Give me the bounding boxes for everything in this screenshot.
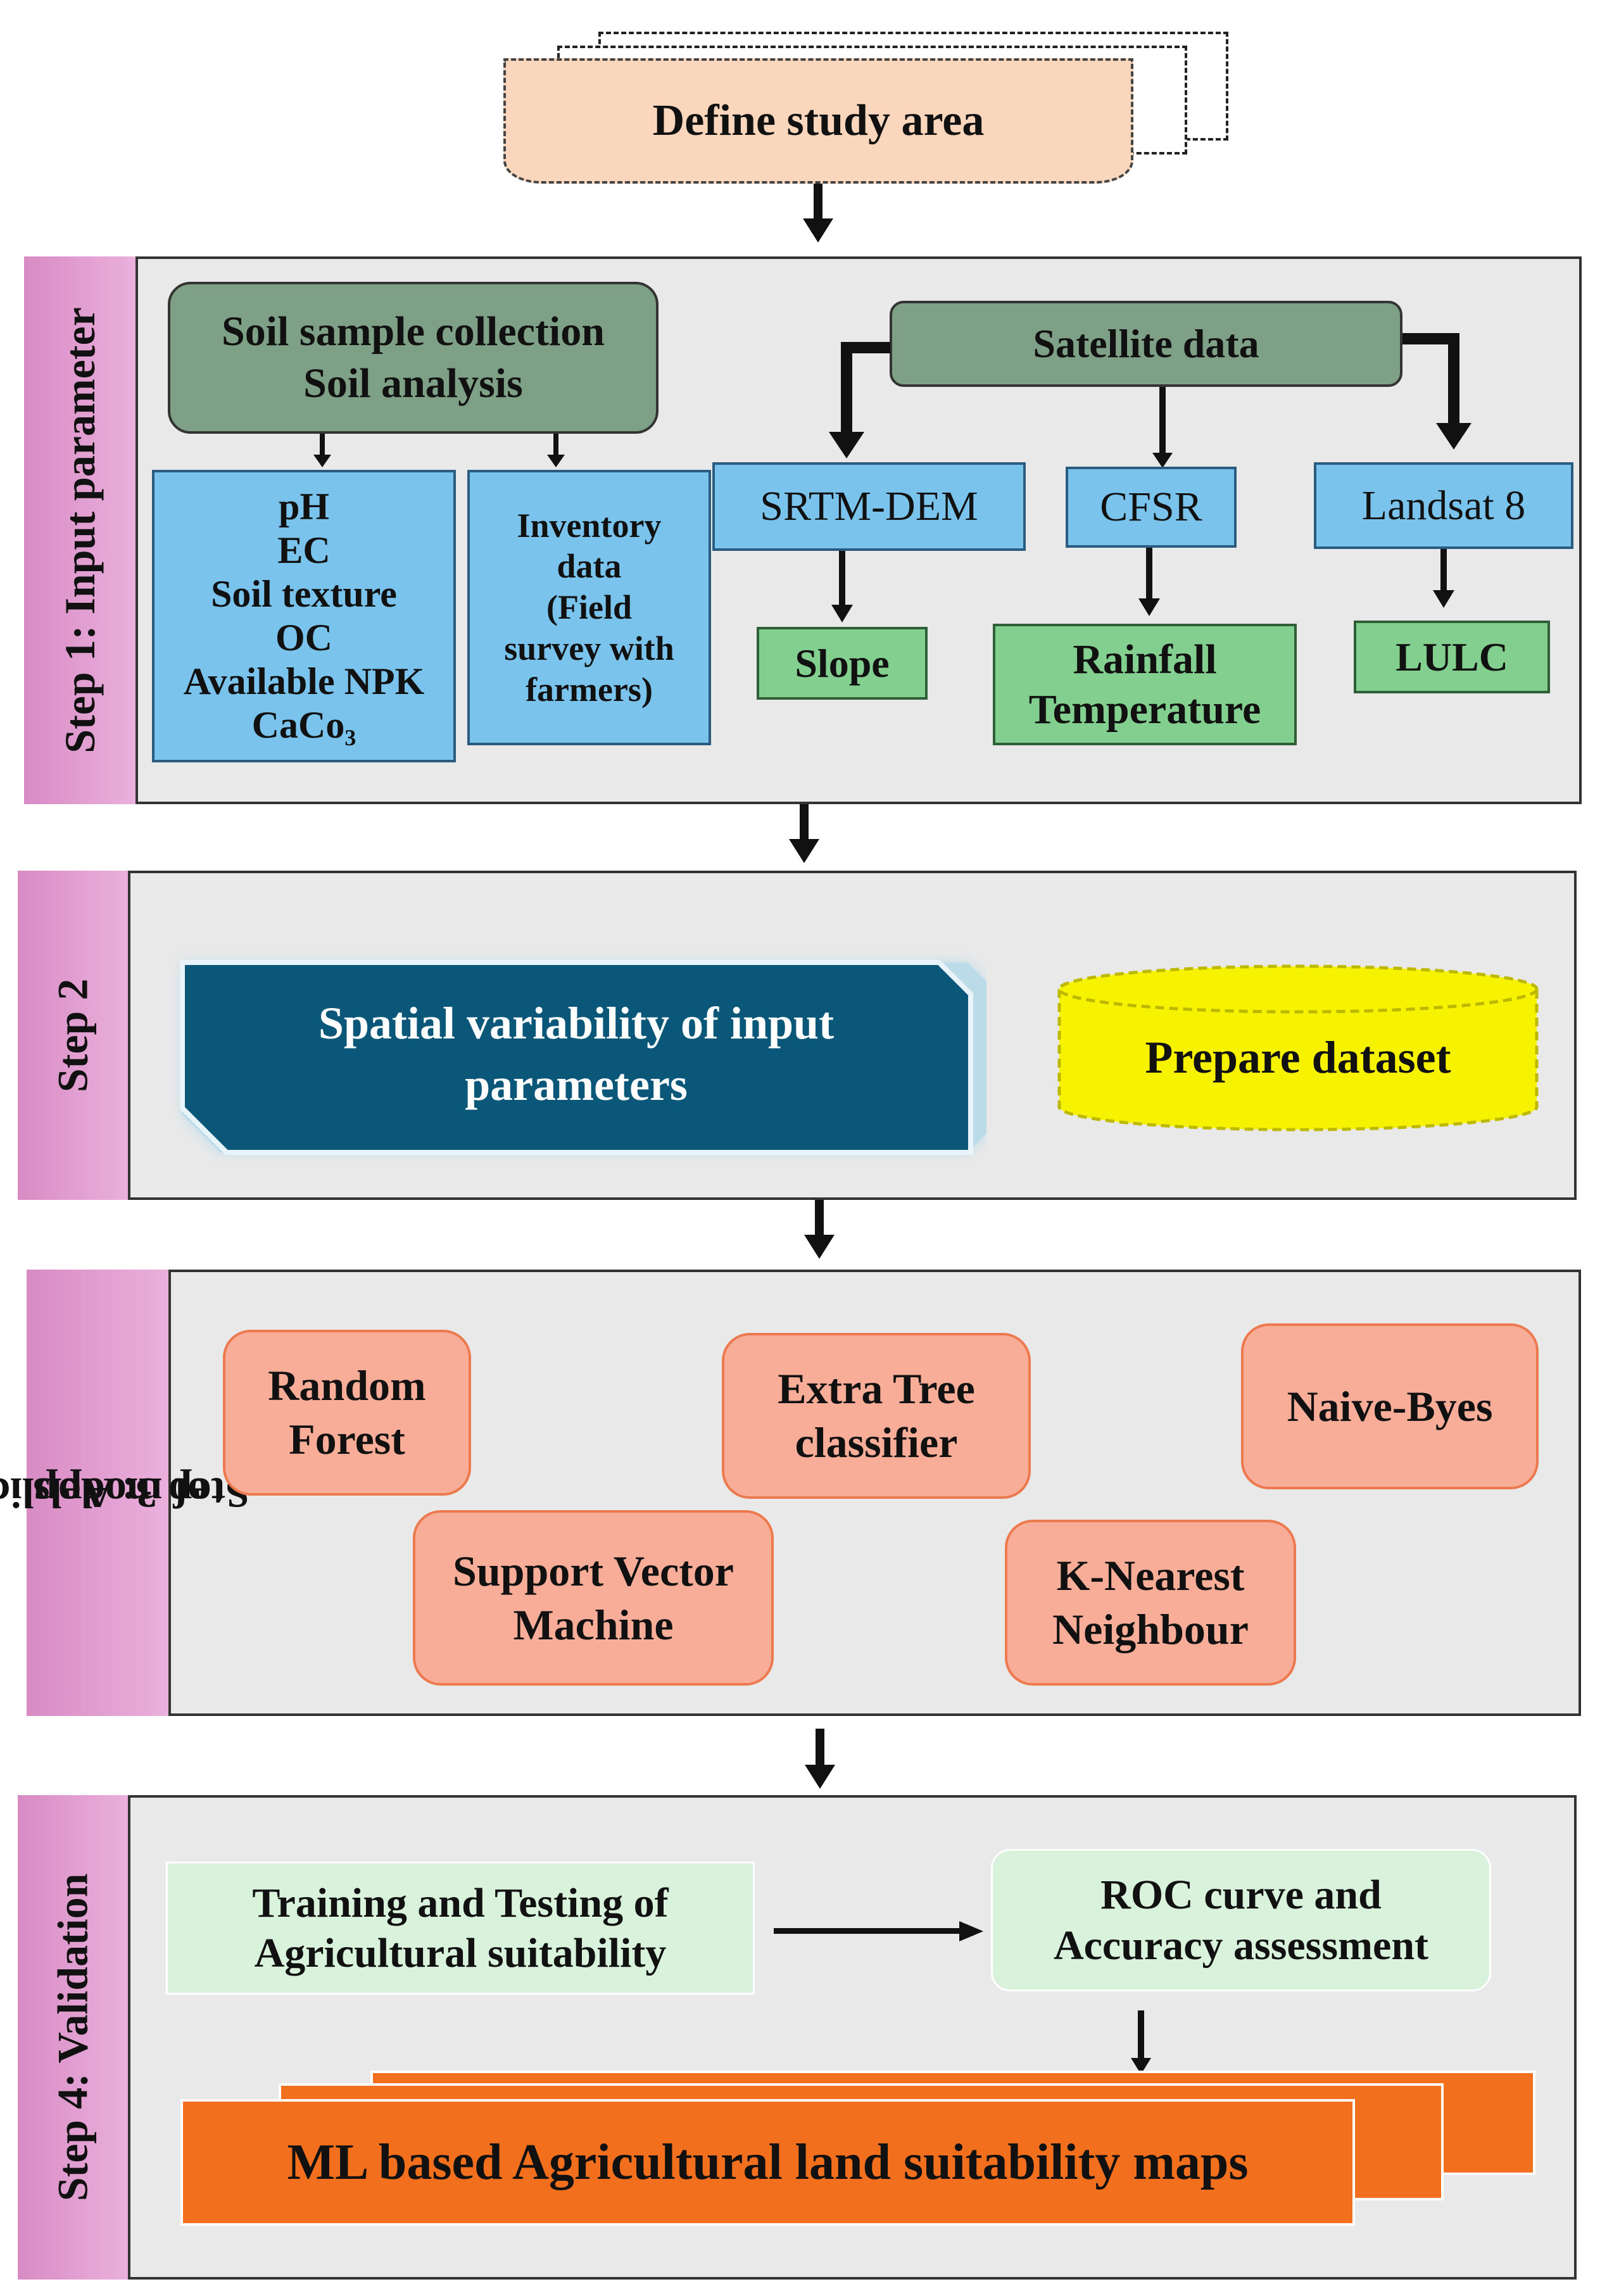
srtm-dem-box: SRTM-DEM <box>712 462 1026 551</box>
inventory-line5: farmers) <box>526 670 653 709</box>
prepare-dataset-cylinder <box>1057 964 1539 1132</box>
param-caco3: CaCo₃ <box>251 704 356 746</box>
inventory-line1: Inventory <box>517 506 662 545</box>
inventory-line2: data <box>557 547 622 586</box>
slope-text: Slope <box>795 640 890 686</box>
spatial-line1: Spatial variability of input <box>318 997 835 1049</box>
param-oc: OC <box>275 617 332 659</box>
soil-sample-line2: Soil analysis <box>303 360 523 407</box>
satellite-data-box: Satellite data <box>890 301 1402 387</box>
bracket-left-v <box>841 342 852 437</box>
step3-label: Step 3: Application of models <box>0 1270 249 1716</box>
arrow-head <box>1131 2058 1151 2074</box>
arrow-head <box>1138 598 1160 616</box>
arrow-head <box>313 455 331 467</box>
arrow-srtm-slope <box>839 551 845 608</box>
cfsr-box: CFSR <box>1066 467 1237 548</box>
arrow-head <box>804 1235 835 1259</box>
soil-parameters-box: pH EC Soil texture OC Available NPK CaCo… <box>152 470 456 762</box>
arrow-soil-params <box>320 434 325 459</box>
inventory-line4: survey with <box>504 629 674 667</box>
define-study-area: Define study area <box>503 58 1133 184</box>
arrow-head <box>829 432 864 458</box>
landsat-text: Landsat 8 <box>1361 482 1526 529</box>
lulc-text: LULC <box>1396 634 1508 679</box>
spatial-line2: parameters <box>465 1059 688 1110</box>
spatial-variability-shape <box>180 960 986 1155</box>
arrow-step1-step2 <box>800 804 809 842</box>
inventory-line3: (Field <box>546 588 632 627</box>
arrow-step3-step4 <box>816 1729 824 1768</box>
arrow-head <box>805 1765 835 1789</box>
prepare-dataset-text: Prepare dataset <box>1145 1031 1451 1083</box>
arrow-head <box>1436 423 1472 450</box>
soil-sample-line1: Soil sample collection <box>222 308 605 355</box>
svm-box: Support Vector Machine <box>413 1510 774 1686</box>
arrow-soil-inventory <box>553 434 558 459</box>
param-ph: pH <box>278 486 330 527</box>
arrow-head <box>803 218 833 243</box>
bracket-right-v <box>1448 333 1459 428</box>
define-study-area-text: Define study area <box>652 96 985 145</box>
naive-byes-box: Naive-Byes <box>1241 1323 1539 1489</box>
cfsr-text: CFSR <box>1100 484 1202 530</box>
arrow-landsat-lulc <box>1440 549 1447 593</box>
arrow-head <box>831 605 853 622</box>
arrow-head <box>547 455 565 467</box>
landsat-box: Landsat 8 <box>1314 462 1573 549</box>
spatial-variability-text: Spatial variability of input parameters <box>190 962 962 1146</box>
inventory-box: Inventory data (Field survey with farmer… <box>467 470 711 745</box>
param-ec: EC <box>277 529 331 571</box>
step2-label: Step 2 <box>18 871 130 1200</box>
ml-maps-box: ML based Agricultural land suitability m… <box>180 2099 1355 2226</box>
arrow-top-step1 <box>814 184 822 222</box>
rainfall-text: Rainfall <box>1073 636 1217 683</box>
arrow-head <box>959 1921 983 1941</box>
satellite-data-text: Satellite data <box>1033 321 1259 366</box>
param-soil-texture: Soil texture <box>211 573 397 615</box>
rainfall-temperature-box: Rainfall Temperature <box>993 624 1297 745</box>
knn-box: K-Nearest Neighbour <box>1005 1520 1296 1686</box>
srtm-dem-text: SRTM-DEM <box>760 483 978 529</box>
step1-label: Step 1: Input parameter <box>24 256 138 804</box>
arrow-cfsr-rainfall <box>1146 548 1152 602</box>
arrow-training-roc <box>774 1928 964 1934</box>
arrow-head <box>1433 590 1454 608</box>
arrow-sat-cfsr <box>1159 387 1166 457</box>
arrow-head <box>1152 453 1173 468</box>
lulc-box: LULC <box>1354 621 1550 693</box>
roc-accuracy-box: ROC curve and Accuracy assessment <box>991 1849 1491 1991</box>
random-forest-box: Random Forest <box>223 1330 471 1496</box>
arrow-head <box>789 839 819 863</box>
slope-box: Slope <box>757 627 928 700</box>
soil-sample-box: Soil sample collection Soil analysis <box>168 282 659 434</box>
extra-tree-box: Extra Tree classifier <box>722 1333 1031 1499</box>
bracket-right-h <box>1402 333 1459 344</box>
arrow-roc-maps <box>1138 2010 1144 2061</box>
arrow-step2-step3 <box>815 1200 824 1238</box>
bracket-left-h <box>841 342 890 353</box>
step4-label: Step 4: Validation <box>18 1795 130 2280</box>
param-npk: Available NPK <box>183 660 425 702</box>
training-testing-box: Training and Testing of Agricultural sui… <box>166 1862 755 1995</box>
temperature-text: Temperature <box>1028 686 1261 733</box>
